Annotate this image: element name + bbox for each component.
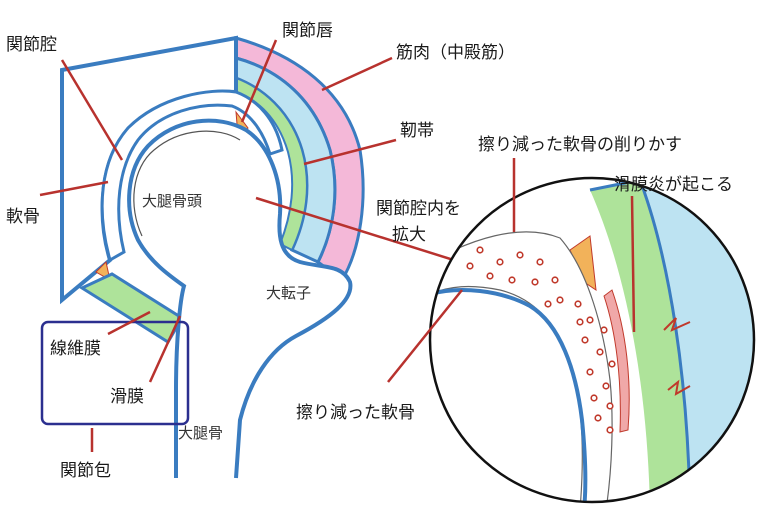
label-enlarge: 関節腔内を xyxy=(376,199,461,219)
leader-lines-left xyxy=(39,39,461,452)
label-trochanter: 大転子 xyxy=(266,284,311,302)
crack-mark-1 xyxy=(663,317,691,332)
leader-synovium xyxy=(148,315,182,383)
fibrous-membrane-lower xyxy=(78,272,185,345)
leader-enlarge xyxy=(255,196,461,264)
label-muscle: 筋肉（中殿筋） xyxy=(396,43,515,63)
leader-labrum xyxy=(240,39,278,123)
zoom-content xyxy=(430,178,754,502)
zoom-bone xyxy=(430,288,588,502)
zoom-synovium xyxy=(603,289,630,433)
label-capsule: 関節包 xyxy=(60,461,111,481)
label-enlarge-2: 拡大 xyxy=(392,225,426,245)
crack-mark-2 xyxy=(667,379,691,396)
zoom-fibrous-membrane xyxy=(590,180,690,502)
label-synovitis: 滑膜炎が起こる xyxy=(614,175,733,195)
label-worn-cartilage: 擦り減った軟骨 xyxy=(296,403,415,423)
label-labrum: 関節唇 xyxy=(282,21,333,41)
label-cartilage: 軟骨 xyxy=(6,207,40,227)
label-debris: 擦り減った軟骨の削りかす xyxy=(478,135,682,155)
debris-particles xyxy=(466,246,616,434)
label-joint-cavity: 関節腔 xyxy=(6,35,57,55)
label-fibrous-membrane: 線維膜 xyxy=(50,339,101,359)
leader-joint-cavity xyxy=(60,59,124,161)
label-femur: 大腿骨 xyxy=(178,424,223,442)
label-ligament: 靭帯 xyxy=(400,121,434,141)
fibrous-membrane-upper xyxy=(235,76,308,252)
leader-cartilage xyxy=(39,180,109,197)
acetabular-cartilage xyxy=(100,89,284,263)
leader-worn-cartilage xyxy=(387,289,463,383)
capsule-box xyxy=(40,320,190,426)
femur-outline xyxy=(127,118,353,479)
leader-ligament xyxy=(303,138,397,166)
leader-lines-right xyxy=(387,158,636,383)
label-femoral-head: 大腿骨頭 xyxy=(142,192,202,210)
joint-cavity-line xyxy=(133,130,241,237)
zoom-circle xyxy=(428,176,756,504)
leader-muscle xyxy=(321,56,393,92)
leader-fibrous xyxy=(107,310,151,336)
label-synovium: 滑膜 xyxy=(110,387,144,407)
zoom-worn-cartilage xyxy=(430,231,613,502)
leader-synovitis xyxy=(630,195,636,333)
